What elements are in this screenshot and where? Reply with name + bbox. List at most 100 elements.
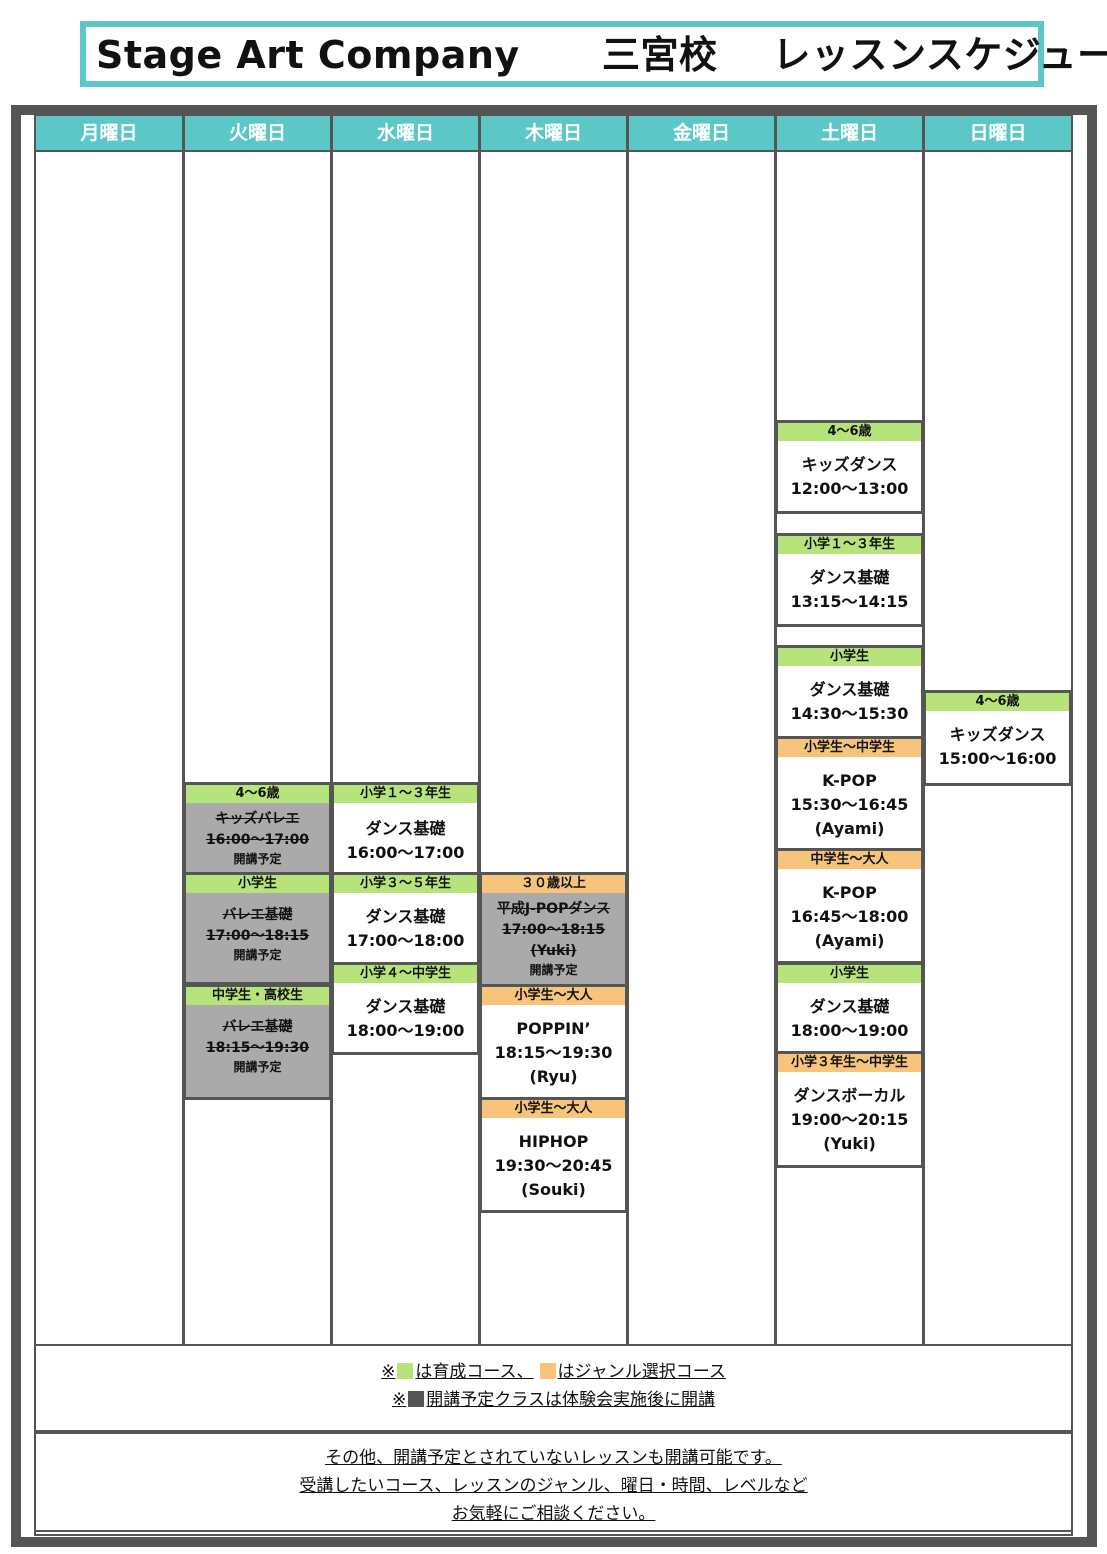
lesson-age-tag: 4～6歳	[926, 693, 1069, 711]
column-divider	[626, 116, 629, 1346]
lesson-card[interactable]: 4～6歳 キッズダンス 15:00～16:00	[923, 690, 1072, 786]
schedule-grid	[34, 114, 1073, 1532]
legend-orange-text: はジャンル選択コース	[557, 1362, 726, 1382]
lesson-title: バレエ基礎	[222, 1019, 293, 1035]
day-header-tue: 火曜日	[185, 116, 330, 150]
notes-box: その他、開講予定とされていないレッスンも開講可能です。 受講したいコース、レッス…	[34, 1432, 1073, 1536]
lesson-title: K-POP	[822, 883, 877, 902]
planned-note: 開講予定	[233, 1060, 282, 1074]
lesson-time: 19:00～20:15	[790, 1110, 909, 1129]
lesson-time: 17:00～18:00	[346, 931, 465, 950]
lesson-time: 15:30～16:45	[790, 795, 909, 814]
lesson-card[interactable]: 小学３～５年生 ダンス基礎 17:00～18:00	[331, 872, 480, 965]
planned-note: 開講予定	[233, 948, 282, 962]
note-line: お気軽にご相談ください。	[451, 1504, 656, 1524]
lesson-title: ダンス基礎	[809, 997, 890, 1016]
lesson-card[interactable]: 小学生～中学生 K-POP 15:30～16:45 (Ayami)	[775, 736, 924, 852]
lesson-instructor: (Yuki)	[530, 943, 577, 959]
lesson-card[interactable]: 中学生・高校生 バレエ基礎 18:15～19:30 開講予定	[183, 984, 332, 1100]
lesson-card[interactable]: 小学生 バレエ基礎 17:00～18:15 開講予定	[183, 872, 332, 985]
column-divider	[182, 116, 185, 1346]
lesson-age-tag: 小学３～５年生	[334, 875, 477, 893]
lesson-card[interactable]: 小学３年生～中学生 ダンスボーカル 19:00～20:15 (Yuki)	[775, 1051, 924, 1168]
legend-mark: ※	[392, 1390, 407, 1410]
lesson-title: キッズダンス	[949, 725, 1046, 744]
lesson-age-tag: ３０歳以上	[482, 875, 625, 893]
lesson-time: 16:45～18:00	[790, 907, 909, 926]
lesson-card[interactable]: 小学生 ダンス基礎 18:00～19:00	[775, 962, 924, 1056]
lesson-card[interactable]: 4～6歳 キッズダンス 12:00～13:00	[775, 420, 924, 514]
lesson-age-tag: 小学生	[778, 648, 921, 666]
planned-note: 開講予定	[233, 852, 282, 866]
lesson-time: 18:00～19:00	[346, 1021, 465, 1040]
day-header-mon: 月曜日	[36, 116, 182, 150]
legend-line-2: ※ 開講予定クラスは体験会実施後に開講	[36, 1386, 1071, 1414]
legend-green-text: は育成コース、	[415, 1362, 534, 1382]
lesson-title: バレエ基礎	[222, 907, 293, 923]
lesson-time: 18:00～19:00	[790, 1021, 909, 1040]
lesson-title: キッズダンス	[801, 455, 898, 474]
lesson-age-tag: 4～6歳	[778, 423, 921, 441]
lesson-age-tag: 中学生～大人	[778, 851, 921, 869]
lesson-age-tag: 小学生	[186, 875, 329, 893]
day-header-wed: 水曜日	[333, 116, 478, 150]
lesson-time: 14:30～15:30	[790, 704, 909, 723]
lesson-time: 18:15～19:30	[494, 1043, 613, 1062]
lesson-title: POPPIN’	[516, 1019, 591, 1038]
legend-mark: ※	[381, 1362, 396, 1382]
lesson-age-tag: 小学４～中学生	[334, 965, 477, 983]
lesson-card[interactable]: 中学生～大人 K-POP 16:45～18:00 (Ayami)	[775, 848, 924, 964]
lesson-title: ダンス基礎	[365, 907, 446, 926]
lesson-instructor: (Souki)	[521, 1180, 586, 1199]
lesson-card[interactable]: ３０歳以上 平成J-POPダンス 17:00～18:15 (Yuki) 開講予定	[479, 872, 628, 987]
lesson-card[interactable]: 小学生～大人 POPPIN’ 18:15～19:30 (Ryu)	[479, 984, 628, 1100]
lesson-card[interactable]: 小学生 ダンス基礎 14:30～15:30	[775, 645, 924, 739]
lesson-title: HIPHOP	[518, 1132, 589, 1151]
lesson-card[interactable]: 小学１～３年生 ダンス基礎 13:15～14:15	[775, 533, 924, 627]
title-banner: Stage Art Company 三宮校 レッスンスケジュール	[80, 21, 1107, 87]
lesson-title: 平成J-POPダンス	[496, 901, 611, 917]
lesson-age-tag: 小学生～大人	[482, 987, 625, 1005]
day-header-sat: 土曜日	[777, 116, 922, 150]
note-line: その他、開講予定とされていないレッスンも開講可能です。	[325, 1448, 782, 1468]
note-line: 受講したいコース、レッスンのジャンル、曜日・時間、レベルなど	[299, 1476, 808, 1496]
lesson-instructor: (Yuki)	[823, 1134, 876, 1153]
lesson-age-tag: 小学１～３年生	[334, 785, 477, 803]
lesson-time: 16:00～17:00	[346, 843, 465, 862]
lesson-card[interactable]: 小学生～大人 HIPHOP 19:30～20:45 (Souki)	[479, 1097, 628, 1213]
lesson-instructor: (Ayami)	[814, 819, 885, 838]
lesson-age-tag: 小学生～大人	[482, 1100, 625, 1118]
lesson-instructor: (Ayami)	[814, 931, 885, 950]
lesson-title: ダンス基礎	[365, 819, 446, 838]
lesson-title: ダンス基礎	[365, 997, 446, 1016]
lesson-time: 12:00～13:00	[790, 479, 909, 498]
legend: ※ は育成コース、 はジャンル選択コース ※ 開講予定クラスは体験会実施後に開講	[34, 1344, 1073, 1432]
orange-swatch-icon	[539, 1363, 556, 1379]
planned-note: 開講予定	[529, 963, 578, 977]
lesson-time: 16:00～17:00	[205, 832, 310, 848]
day-header-thu: 木曜日	[481, 116, 626, 150]
lesson-title: ダンスボーカル	[793, 1086, 906, 1105]
legend-gray-text: 開講予定クラスは体験会実施後に開講	[426, 1390, 715, 1410]
lesson-age-tag: 中学生・高校生	[186, 987, 329, 1005]
lesson-instructor: (Ryu)	[529, 1067, 578, 1086]
lesson-time: 18:15～19:30	[205, 1040, 310, 1056]
lesson-time: 17:00～18:15	[501, 922, 606, 938]
lesson-card[interactable]: 小学１～３年生 ダンス基礎 16:00～17:00	[331, 782, 480, 875]
green-swatch-icon	[397, 1363, 414, 1379]
lesson-time: 13:15～14:15	[790, 592, 909, 611]
lesson-card[interactable]: 4～6歳 キッズバレエ 16:00～17:00 開講予定	[183, 782, 332, 875]
header-divider	[34, 150, 1073, 152]
lesson-age-tag: 小学生	[778, 965, 921, 983]
lesson-title: ダンス基礎	[809, 680, 890, 699]
column-divider	[478, 116, 481, 1346]
lesson-age-tag: 小学３年生～中学生	[778, 1054, 921, 1072]
legend-line-1: ※ は育成コース、 はジャンル選択コース	[36, 1358, 1071, 1386]
column-divider	[330, 116, 333, 1346]
lesson-card[interactable]: 小学４～中学生 ダンス基礎 18:00～19:00	[331, 962, 480, 1055]
lesson-time: 19:30～20:45	[494, 1156, 613, 1175]
day-header-sun: 日曜日	[925, 116, 1071, 150]
lesson-time: 15:00～16:00	[938, 749, 1057, 768]
lesson-title: ダンス基礎	[809, 568, 890, 587]
lesson-age-tag: 小学１～３年生	[778, 536, 921, 554]
